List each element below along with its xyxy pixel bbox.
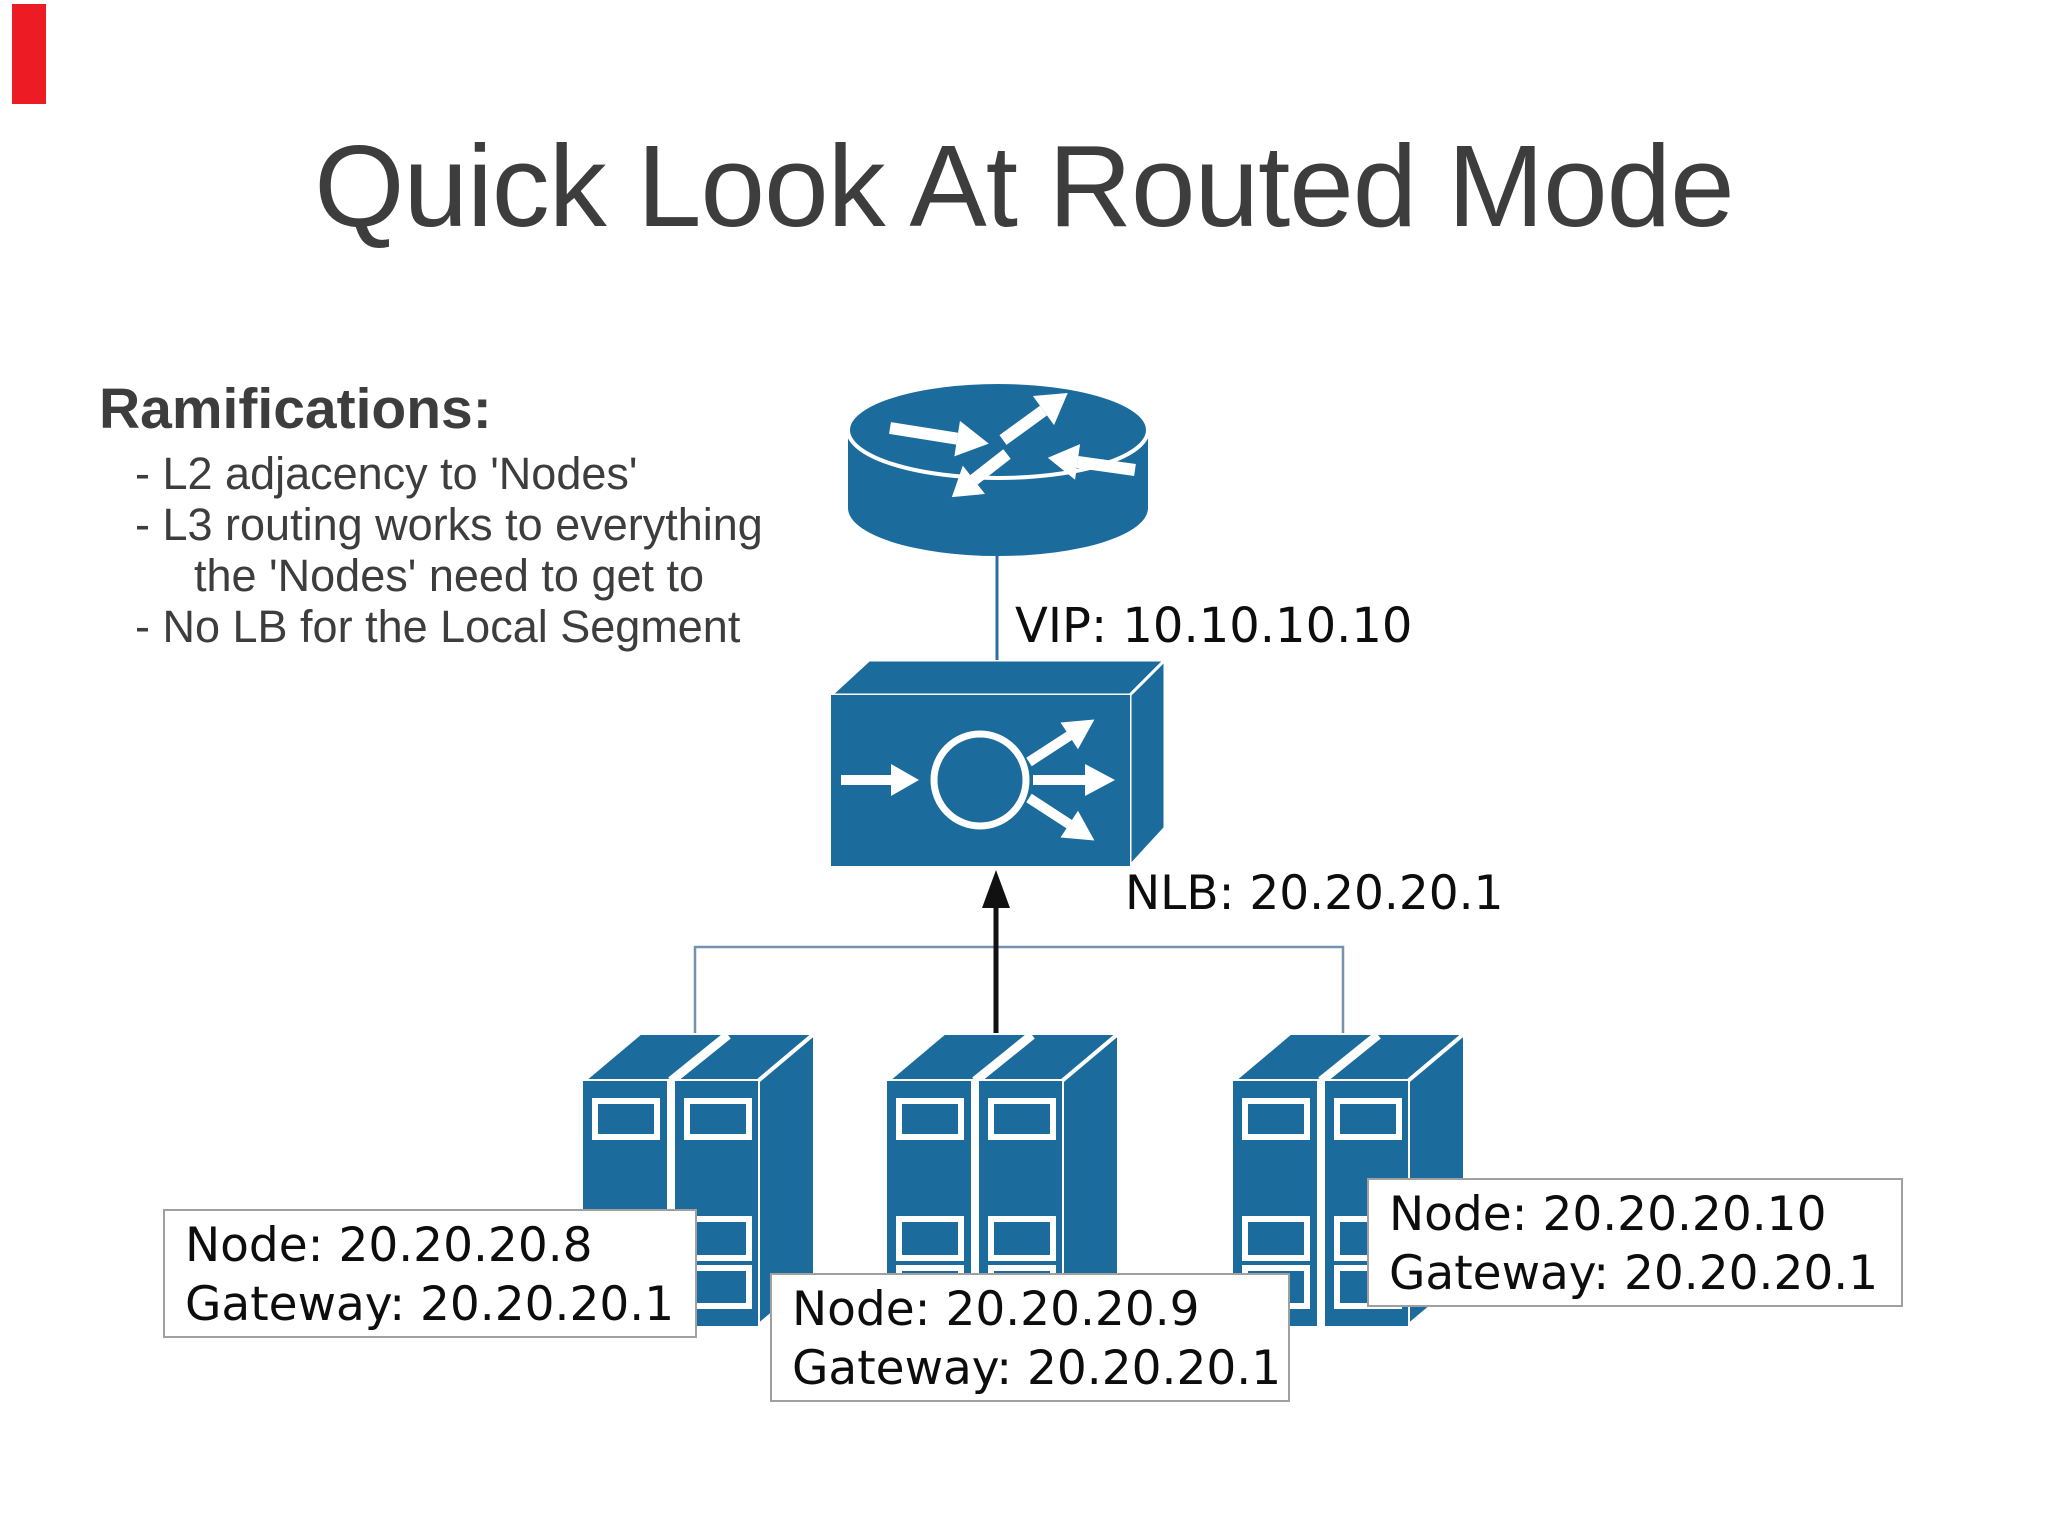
node2-address-label: Node: 20.20.20.9 Gateway: 20.20.20.1 bbox=[770, 1273, 1290, 1402]
ramifications-block: Ramifications: - L2 adjacency to 'Nodes'… bbox=[99, 376, 763, 652]
vip-label: VIP: 10.10.10.10 bbox=[1015, 598, 1413, 654]
load-balancer-arrows bbox=[841, 719, 1115, 841]
load-balancer-circle bbox=[930, 730, 1030, 830]
node3-address-label: Node: 20.20.20.10 Gateway: 20.20.20.1 bbox=[1367, 1178, 1903, 1307]
node2-gateway: Gateway: 20.20.20.1 bbox=[792, 1341, 1282, 1396]
node1-address-label: Node: 20.20.20.8 Gateway: 20.20.20.1 bbox=[163, 1209, 697, 1338]
ramification-item-continuation: the 'Nodes' need to get to bbox=[194, 550, 705, 601]
node2-ip: Node: 20.20.20.9 bbox=[792, 1282, 1200, 1337]
node3-ip: Node: 20.20.20.10 bbox=[1389, 1187, 1827, 1242]
red-marker-bar bbox=[12, 4, 46, 104]
nodes-to-nlb-arrow bbox=[982, 870, 1010, 1033]
node1-ip: Node: 20.20.20.8 bbox=[185, 1218, 593, 1273]
nlb-label: NLB: 20.20.20.1 bbox=[1125, 866, 1504, 921]
load-balancer-icon bbox=[831, 660, 1167, 870]
ramification-item: - L2 adjacency to 'Nodes' bbox=[135, 448, 638, 499]
router-arrows bbox=[889, 392, 1136, 498]
ramification-item: - No LB for the Local Segment bbox=[135, 601, 741, 652]
node1-gateway: Gateway: 20.20.20.1 bbox=[185, 1277, 675, 1332]
page-title: Quick Look At Routed Mode bbox=[314, 121, 1734, 251]
node3-gateway: Gateway: 20.20.20.1 bbox=[1389, 1246, 1879, 1301]
server-bracket-line bbox=[693, 945, 1345, 1038]
router-icon bbox=[846, 380, 1150, 556]
ramifications-heading: Ramifications: bbox=[99, 377, 492, 441]
ramification-item: - L3 routing works to everything bbox=[135, 499, 763, 550]
